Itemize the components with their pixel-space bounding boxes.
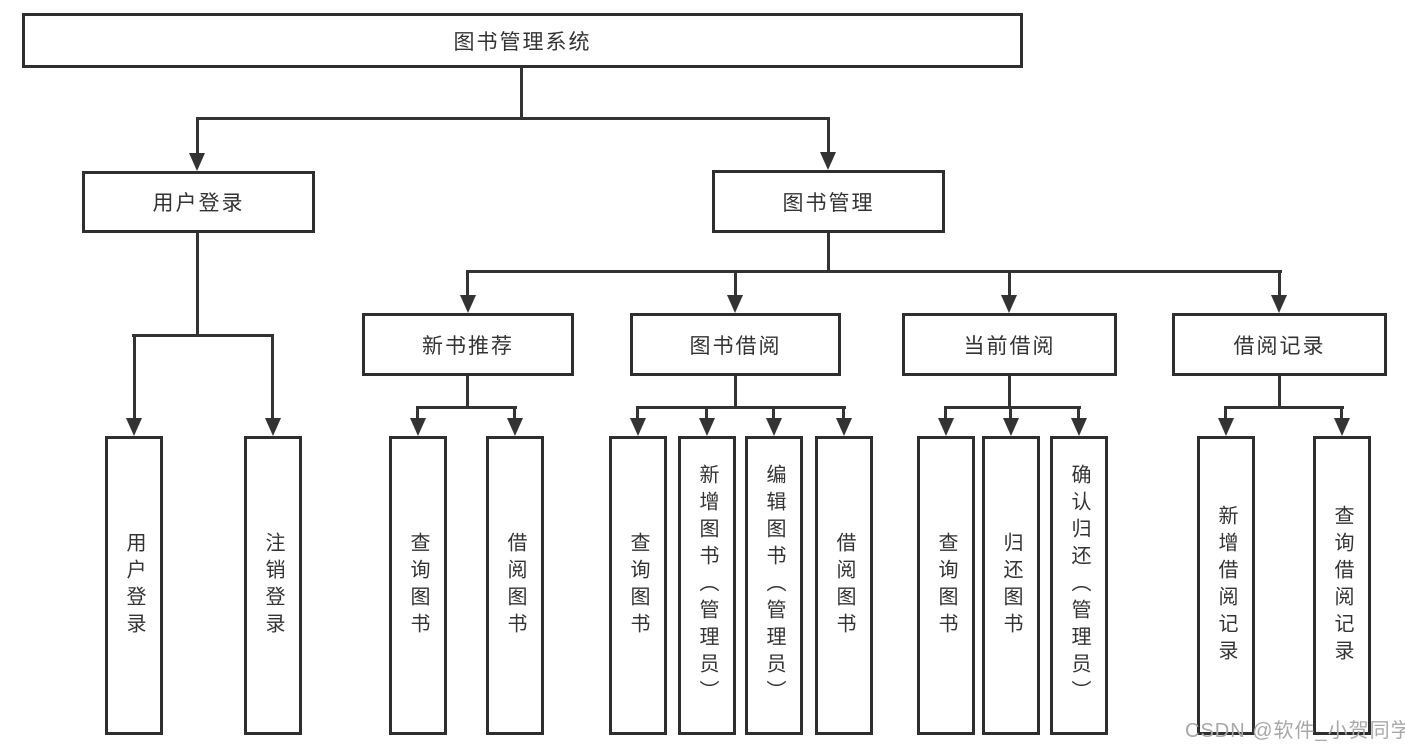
arrowhead-down-icon: [460, 295, 476, 313]
connector-line: [196, 117, 199, 153]
arrowhead-down-icon: [630, 418, 646, 436]
leaf-edit-books-admin-label: 编辑图书（管理员）: [763, 464, 785, 707]
watermark-text: CSDN @软件_小贺同学: [1185, 720, 1405, 742]
arrowhead-down-icon: [1071, 418, 1087, 436]
leaf-query-books-current: 查询图书: [917, 436, 975, 735]
connector-line: [705, 406, 708, 418]
node-current-borrow-label: 当前借阅: [963, 334, 1056, 358]
leaf-user-login-label: 用户登录: [123, 531, 145, 640]
leaf-confirm-return-admin: 确认归还（管理员）: [1050, 436, 1108, 735]
leaf-add-books-admin: 新增图书（管理员）: [678, 436, 736, 735]
connector-line: [827, 117, 830, 152]
connector-line: [1077, 406, 1080, 418]
node-book-management-label: 图书管理: [782, 191, 875, 215]
connector-line: [827, 233, 830, 270]
node-book-management: 图书管理: [712, 170, 945, 233]
connector-line: [772, 406, 775, 418]
arrowhead-down-icon: [1003, 418, 1019, 436]
leaf-query-books-current-label: 查询图书: [935, 531, 957, 640]
connector-line: [1224, 406, 1227, 418]
node-user-login: 用户登录: [82, 171, 315, 233]
node-current-borrow: 当前借阅: [902, 313, 1117, 376]
leaf-confirm-return-admin-label: 确认归还（管理员）: [1068, 464, 1090, 707]
leaf-logout: 注销登录: [244, 436, 302, 735]
connector-line: [1340, 406, 1343, 418]
connector-line: [513, 406, 516, 418]
connector-line: [1224, 406, 1344, 409]
arrowhead-down-icon: [938, 418, 954, 436]
connector-line: [416, 406, 517, 409]
leaf-user-login: 用户登录: [105, 436, 163, 735]
connector-line: [1009, 406, 1012, 418]
leaf-query-borrow-record: 查询借阅记录: [1313, 436, 1371, 735]
node-root-label: 图书管理系统: [453, 30, 592, 54]
arrowhead-down-icon: [410, 418, 426, 436]
arrowhead-down-icon: [1218, 418, 1234, 436]
arrowhead-down-icon: [766, 418, 782, 436]
connector-line: [734, 270, 737, 295]
connector-line: [132, 334, 274, 337]
connector-line: [133, 334, 136, 418]
connector-line: [636, 406, 846, 409]
node-root: 图书管理系统: [22, 13, 1023, 68]
connector-line: [196, 117, 830, 120]
leaf-borrow-books-label: 借阅图书: [833, 531, 855, 640]
arrowhead-down-icon: [507, 418, 523, 436]
arrowhead-down-icon: [1271, 295, 1287, 313]
arrowhead-down-icon: [126, 418, 142, 436]
arrowhead-down-icon: [699, 418, 715, 436]
connector-line: [1278, 376, 1281, 406]
leaf-query-borrow-record-label: 查询借阅记录: [1331, 504, 1353, 667]
connector-line: [1278, 270, 1281, 295]
leaf-query-books-borrow-label: 查询图书: [627, 531, 649, 640]
leaf-query-books-recommend-label: 查询图书: [407, 531, 429, 640]
leaf-borrow-books-recommend-label: 借阅图书: [504, 531, 526, 640]
node-borrow-record: 借阅记录: [1172, 313, 1387, 376]
connector-line: [1008, 376, 1011, 406]
leaf-logout-label: 注销登录: [262, 531, 284, 640]
leaf-return-books-label: 归还图书: [1000, 531, 1022, 640]
connector-line: [520, 68, 523, 118]
leaf-edit-books-admin: 编辑图书（管理员）: [745, 436, 803, 735]
connector-line: [1008, 270, 1011, 295]
node-book-borrow-label: 图书借阅: [689, 334, 782, 358]
arrowhead-down-icon: [265, 418, 281, 436]
connector-line: [196, 233, 199, 337]
arrowhead-down-icon: [836, 418, 852, 436]
leaf-add-borrow-record-label: 新增借阅记录: [1215, 504, 1237, 667]
leaf-return-books: 归还图书: [982, 436, 1040, 735]
node-book-borrow: 图书借阅: [630, 313, 841, 376]
connector-line: [466, 270, 469, 295]
connector-line: [416, 406, 419, 418]
leaf-borrow-books: 借阅图书: [815, 436, 873, 735]
arrowhead-down-icon: [1001, 295, 1017, 313]
arrowhead-down-icon: [189, 153, 205, 171]
arrowhead-down-icon: [820, 152, 836, 170]
connector-line: [944, 406, 1081, 409]
node-borrow-record-label: 借阅记录: [1233, 334, 1326, 358]
connector-line: [842, 406, 845, 418]
leaf-borrow-books-recommend: 借阅图书: [486, 436, 544, 735]
connector-line: [944, 406, 947, 418]
node-new-book-recommend: 新书推荐: [362, 313, 574, 376]
connector-line: [636, 406, 639, 418]
connector-line: [271, 334, 274, 418]
arrowhead-down-icon: [1334, 418, 1350, 436]
leaf-add-books-admin-label: 新增图书（管理员）: [696, 464, 718, 707]
node-user-login-label: 用户登录: [152, 192, 245, 215]
connector-line: [466, 270, 1282, 273]
node-new-book-recommend-label: 新书推荐: [422, 334, 514, 358]
connector-line: [466, 376, 469, 406]
leaf-add-borrow-record: 新增借阅记录: [1197, 436, 1255, 735]
leaf-query-books-recommend: 查询图书: [389, 436, 447, 735]
arrowhead-down-icon: [727, 295, 743, 313]
leaf-query-books-borrow: 查询图书: [609, 436, 667, 735]
connector-line: [734, 376, 737, 406]
